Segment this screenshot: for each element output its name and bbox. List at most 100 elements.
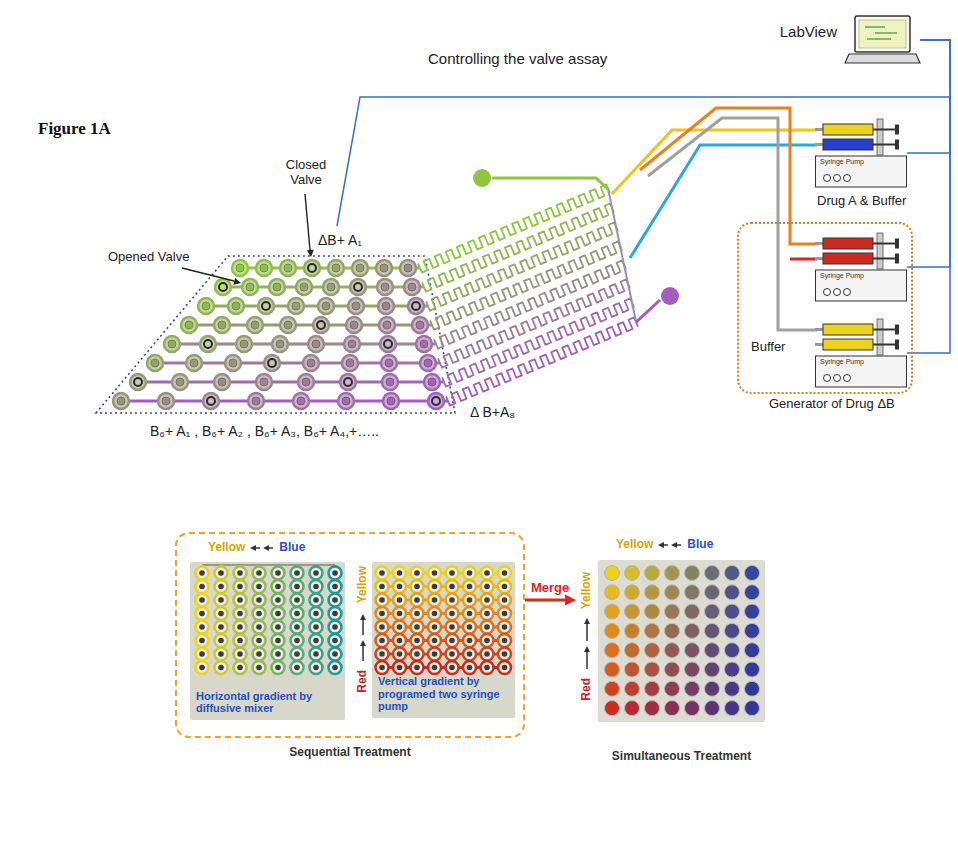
valve [379, 597, 385, 603]
valve-chamber [258, 298, 274, 314]
chamber [272, 594, 285, 607]
closed-valve [204, 340, 212, 348]
chamber [234, 580, 247, 593]
chamber [745, 585, 760, 600]
color-label: Blue [279, 541, 305, 555]
chamber [446, 621, 459, 634]
tube [612, 130, 817, 194]
arrow-head [671, 542, 677, 548]
valve [294, 624, 300, 630]
chamber [310, 634, 323, 647]
valve [449, 624, 455, 630]
valve-chamber [383, 393, 399, 409]
screen-line [865, 26, 885, 27]
valve [502, 597, 508, 603]
chamber [685, 701, 700, 716]
chamber [498, 580, 511, 593]
valve [484, 651, 490, 657]
valve [502, 638, 508, 644]
opened-valve [202, 302, 210, 310]
chamber [310, 607, 323, 620]
valve-chamber [264, 355, 280, 371]
chamber [745, 604, 760, 619]
valve [467, 570, 473, 576]
chamber [329, 594, 342, 607]
chamber [253, 634, 266, 647]
valve [199, 611, 205, 617]
color-label: Blue [687, 538, 713, 552]
pump-button [844, 289, 851, 296]
valve-chamber [377, 279, 393, 295]
valve [484, 611, 490, 617]
chamber [498, 607, 511, 620]
arrow-head [584, 618, 590, 624]
valve-chamber [280, 260, 296, 276]
opened-valve [251, 321, 259, 329]
chamber [481, 634, 494, 647]
direction-arrows [249, 543, 275, 553]
valve [256, 651, 262, 657]
chamber [196, 621, 209, 634]
valve-chamber [338, 393, 354, 409]
valve-chamber [172, 374, 188, 390]
valve [218, 665, 224, 671]
arrow-head [360, 640, 366, 646]
arrow-head [233, 278, 241, 285]
valve-chamber [346, 317, 362, 333]
opened-valve [252, 397, 260, 405]
chamber [645, 662, 660, 677]
chamber [411, 567, 424, 580]
valve-chamber [424, 374, 440, 390]
opened-valve [408, 283, 416, 291]
valve-chamber [215, 279, 231, 295]
chamber [253, 607, 266, 620]
syringe-nozzle [815, 343, 823, 346]
chamber [215, 634, 228, 647]
opened-valve [218, 321, 226, 329]
chamber [605, 701, 620, 716]
valve [237, 611, 243, 617]
gradient-panel: YellowBlueHorizontal gradient by diffusi… [190, 562, 345, 720]
valve-chamber [256, 260, 272, 276]
pump-holder [877, 119, 883, 155]
plunger-handle [895, 254, 899, 264]
valve [275, 570, 281, 576]
opened-valve [300, 283, 308, 291]
chamber [625, 623, 640, 638]
opened-valve [350, 321, 358, 329]
pump-name: Syringe Pump [820, 158, 864, 166]
chamber [446, 594, 459, 607]
chamber [411, 594, 424, 607]
valve-chamber [342, 355, 358, 371]
pump-holder [877, 233, 883, 269]
color-label: Red [356, 670, 370, 693]
opened-valve [420, 340, 428, 348]
valve-chamber [147, 355, 163, 371]
generator-box: Generator of Drug ΔBSyringe PumpSyringe … [737, 222, 913, 394]
syringe-pump: Syringe Pump [815, 232, 907, 302]
valve-chamber [416, 336, 432, 352]
chamber [705, 701, 720, 716]
chamber [745, 681, 760, 696]
chamber [463, 607, 476, 620]
chamber [310, 580, 323, 593]
chamber [272, 661, 285, 674]
valve [237, 651, 243, 657]
valve [199, 624, 205, 630]
chamber [725, 585, 740, 600]
chamber [498, 634, 511, 647]
opened-valve [292, 302, 300, 310]
chamber [725, 604, 740, 619]
arrow-head [658, 542, 664, 548]
chamber [215, 580, 228, 593]
opened-valve [428, 378, 436, 386]
opened-valve [246, 283, 254, 291]
chamber [705, 604, 720, 619]
valve-chamber [181, 317, 197, 333]
valve [294, 570, 300, 576]
chamber [329, 634, 342, 647]
chamber [291, 580, 304, 593]
arrow-shaft [586, 652, 588, 669]
chamber [705, 585, 720, 600]
valve [467, 638, 473, 644]
